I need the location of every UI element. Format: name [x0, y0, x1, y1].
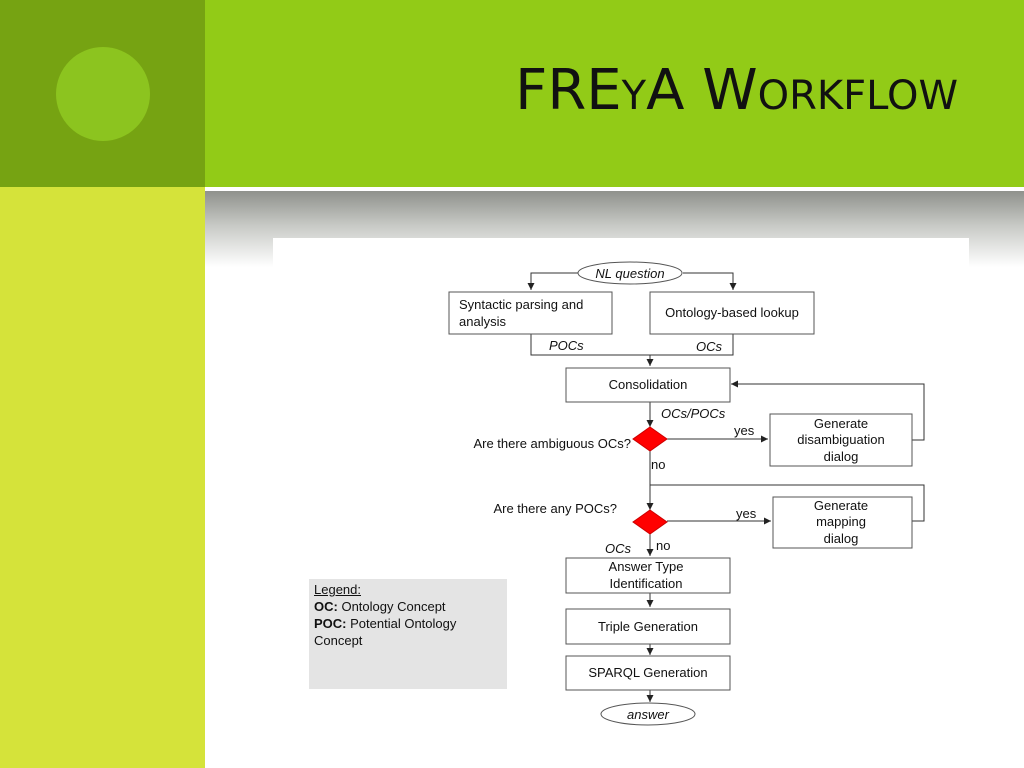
connectors	[527, 272, 925, 702]
node-answer: answer	[600, 702, 696, 726]
node-answer-type: Answer Type Identification	[565, 557, 731, 594]
svg-text:Answer Type: Answer Type	[609, 559, 684, 574]
node-consolidation: Consolidation	[565, 367, 731, 403]
label-ocs-2: OCs	[605, 541, 632, 556]
node-nl-question: NL question	[577, 261, 683, 285]
label-ocs-pocs: OCs/POCs	[661, 406, 726, 421]
decision-pocs: Are there any POCs?	[493, 501, 668, 535]
node-mapping-dialog: Generate mapping dialog	[772, 496, 913, 549]
node-syntactic-parsing: Syntactic parsing and analysis	[448, 291, 613, 335]
svg-text:Syntactic parsing and: Syntactic parsing and	[459, 297, 583, 312]
label-q-pocs: Are there any POCs?	[493, 501, 617, 516]
node-ontology-lookup: Ontology-based lookup	[649, 291, 815, 335]
label-ocs: OCs	[696, 339, 723, 354]
label-pocs: POCs	[549, 338, 584, 353]
title-divider	[205, 187, 1024, 191]
svg-text:analysis: analysis	[459, 314, 506, 329]
loop-back-2	[650, 484, 925, 522]
svg-text:Ontology-based lookup: Ontology-based lookup	[665, 305, 799, 320]
label-no-1: no	[651, 457, 665, 472]
svg-text:NL question: NL question	[595, 266, 664, 281]
merge-line	[530, 334, 734, 356]
legend-box: Legend: OC: Ontology Concept POC: Potent…	[309, 579, 507, 689]
svg-text:Generate: Generate	[814, 416, 868, 431]
loop-back-1	[731, 380, 925, 441]
node-sparql-generation: SPARQL Generation	[565, 655, 731, 691]
arrow-to-parse	[527, 272, 578, 290]
left-lime-panel	[0, 187, 205, 768]
node-triple-generation: Triple Generation	[565, 608, 731, 645]
label-no-2: no	[656, 538, 670, 553]
svg-text:SPARQL Generation: SPARQL Generation	[588, 665, 707, 680]
svg-text:Generate: Generate	[814, 498, 868, 513]
svg-text:mapping: mapping	[816, 514, 866, 529]
svg-text:dialog: dialog	[824, 449, 859, 464]
svg-text:answer: answer	[627, 707, 670, 722]
node-disambiguation-dialog: Generate disambiguation dialog	[769, 413, 913, 467]
svg-text:Triple Generation: Triple Generation	[598, 619, 698, 634]
svg-text:Consolidation: Consolidation	[609, 377, 688, 392]
decorative-circle	[56, 47, 150, 141]
slide-title: FREYA WORKFLOW	[515, 58, 958, 123]
legend-heading: Legend:	[314, 582, 361, 597]
label-yes-2: yes	[736, 506, 757, 521]
svg-text:disambiguation: disambiguation	[797, 432, 884, 447]
arrow-to-lookup	[683, 272, 737, 290]
label-q-ambiguous: Are there ambiguous OCs?	[473, 436, 631, 451]
legend-oc: OC: Ontology Concept	[314, 599, 446, 614]
title-band	[205, 0, 1024, 187]
label-yes-1: yes	[734, 423, 755, 438]
decision-ambiguous: Are there ambiguous OCs?	[473, 426, 668, 452]
svg-text:dialog: dialog	[824, 531, 859, 546]
svg-text:Identification: Identification	[610, 576, 683, 591]
legend-poc: POC: Potential Ontology Concept	[314, 616, 457, 648]
